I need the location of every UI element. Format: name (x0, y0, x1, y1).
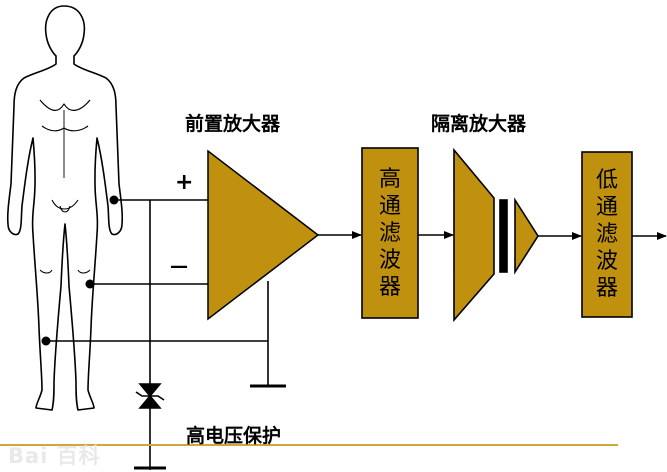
high-pass-char: 通 (378, 193, 401, 219)
low-pass-filter-block (581, 151, 633, 318)
low-pass-char: 低 (595, 168, 618, 193)
plus-input-sign: + (175, 170, 194, 195)
preamp-triangle (207, 149, 320, 321)
input-wires (46, 199, 286, 470)
signal-arrows (318, 231, 667, 240)
hv-protection-label: 高电压保护 (186, 425, 282, 447)
high-pass-filter-block (361, 147, 419, 319)
high-pass-char: 波 (378, 247, 401, 273)
isolation-amp-label: 隔离放大器 (431, 113, 527, 135)
human-body-icon (6, 5, 124, 411)
zener-diode-icon (135, 383, 165, 409)
low-pass-char: 通 (595, 195, 618, 220)
high-pass-char: 高 (378, 166, 401, 192)
isolation-amp-symbol (453, 147, 539, 323)
low-pass-filter-text: 低 通 滤 波 器 (582, 152, 632, 317)
high-pass-filter-text: 高 通 滤 波 器 (362, 148, 418, 318)
high-pass-char: 器 (378, 274, 401, 300)
high-pass-char: 滤 (378, 220, 401, 246)
low-pass-char: 器 (595, 276, 618, 301)
low-pass-char: 波 (595, 249, 618, 274)
minus-input-sign: — (170, 256, 188, 277)
low-pass-char: 滤 (595, 222, 618, 247)
preamp-label: 前置放大器 (185, 113, 281, 135)
baike-watermark: Bai 百科 (8, 444, 101, 468)
